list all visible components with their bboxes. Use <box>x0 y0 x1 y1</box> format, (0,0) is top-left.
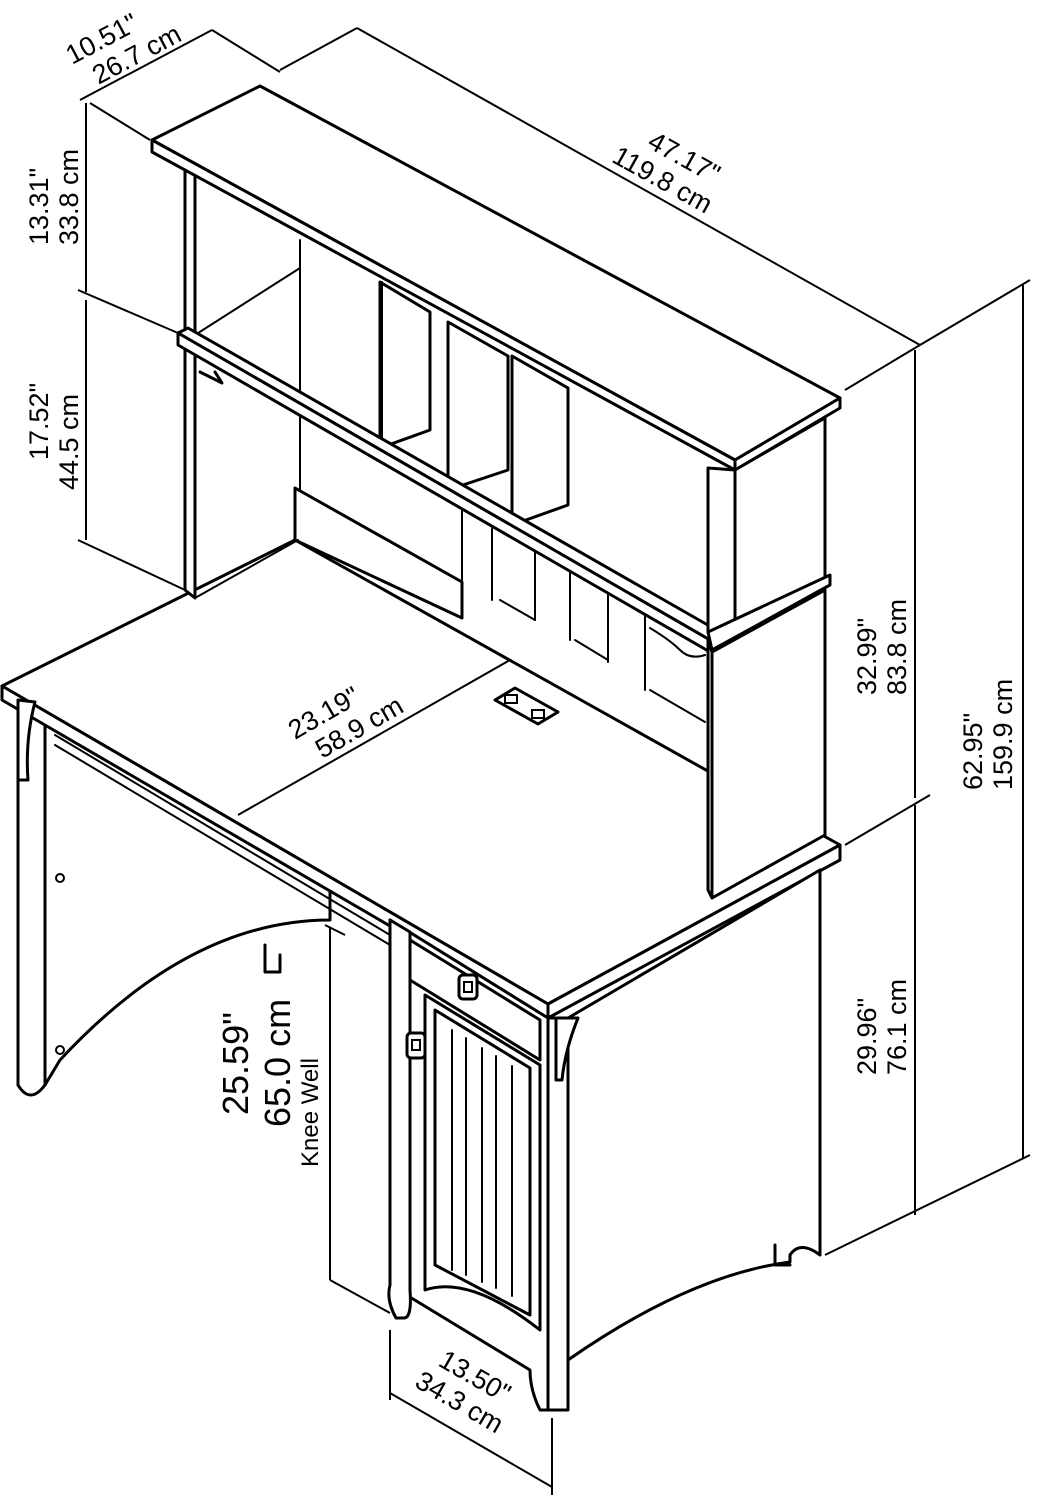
knee-well-cm: 65.0 cm <box>257 999 298 1127</box>
hutch-depth-label: 10.51" 26.7 cm <box>61 8 186 91</box>
drawer-pull <box>457 973 479 1001</box>
door-knob <box>405 1031 427 1060</box>
hutch-left-side <box>183 163 197 600</box>
desk-right-side-panel <box>566 868 822 1362</box>
knee-well-inches: 25.59" <box>215 1012 256 1115</box>
cable-grommet <box>493 686 560 726</box>
hutch-lower-height-cm: 44.5 cm <box>54 394 84 490</box>
hutch-lower-height-label: 17.52" 44.5 cm <box>24 383 84 490</box>
hutch-top-height-cm: 33.8 cm <box>54 149 84 245</box>
hardware-hole <box>55 1045 65 1055</box>
hutch-lower-height-inches: 17.52" <box>24 383 54 460</box>
knee-well-label: 25.59" 65.0 cm Knee Well <box>215 999 324 1167</box>
hutch-top-height-inches: 13.31" <box>24 168 54 245</box>
desk-height-inches: 29.96" <box>852 998 882 1075</box>
hutch-height-cm: 83.8 cm <box>882 599 912 695</box>
hutch-right-side-lower <box>710 588 827 900</box>
hutch-back-rail <box>293 486 464 620</box>
hardware-hole <box>55 873 65 883</box>
total-height-label: 62.95" 159.9 cm <box>958 679 1018 790</box>
cubby-divider-3 <box>510 354 570 527</box>
desk-left-side-panel <box>43 710 332 1087</box>
desk-body <box>0 538 842 1412</box>
hutch-height-inches: 32.99" <box>852 618 882 695</box>
hutch-right-side-upper <box>706 466 737 642</box>
hutch-height-label: 32.99" 83.8 cm <box>852 599 912 695</box>
desk-height-label: 29.96" 76.1 cm <box>852 979 912 1075</box>
desk-depth-label: 23.19" 58.9 cm <box>283 681 408 765</box>
cubby-divider-2 <box>446 320 510 492</box>
hutch <box>150 84 842 900</box>
door-slats <box>451 1029 513 1297</box>
hutch-top-height-label: 13.31" 33.8 cm <box>24 149 84 245</box>
dimension-lines <box>77 27 1031 1495</box>
knee-well-caption: Knee Well <box>297 1058 324 1167</box>
total-height-inches: 62.95" <box>958 713 988 790</box>
desk-height-cm: 76.1 cm <box>882 979 912 1075</box>
total-height-cm: 159.9 cm <box>988 679 1018 790</box>
cubby-divider-1 <box>378 280 432 450</box>
